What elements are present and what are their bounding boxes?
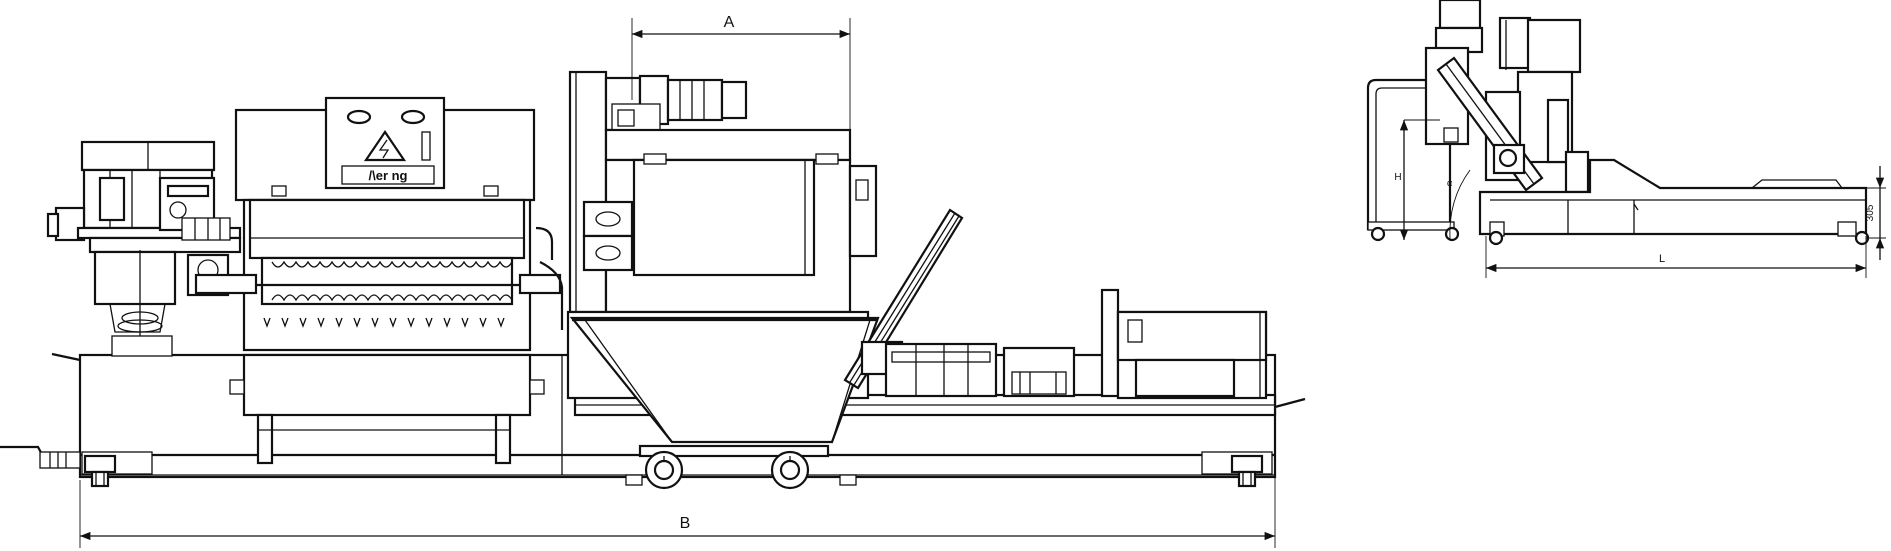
leveling-foot-left — [83, 454, 117, 488]
side-drive-columns — [1424, 0, 1590, 194]
side-view: α H L 305 — [1366, 0, 1886, 278]
dimension-b: B — [79, 412, 1276, 548]
angle-mark-label: α — [1447, 178, 1452, 188]
dimension-l-label: L — [1659, 253, 1665, 265]
dimension-305: 305 — [1865, 166, 1886, 260]
power-cable — [0, 445, 81, 469]
dimension-a: A — [631, 14, 851, 130]
drive-motor-assembly — [46, 140, 242, 357]
filter-units — [884, 288, 1268, 400]
brand-plate: /\er ng — [368, 168, 407, 183]
dimension-l: L — [1485, 236, 1867, 278]
dimension-h-label: H — [1394, 172, 1401, 183]
leveling-foot-right — [1230, 454, 1264, 488]
dimension-h: H — [1394, 119, 1440, 240]
discharge-hopper — [566, 310, 880, 490]
front-view: /\er ng — [0, 14, 1306, 548]
side-base — [1478, 158, 1870, 246]
dimension-b-label: B — [680, 515, 691, 532]
dimension-305-label: 305 — [1865, 204, 1876, 221]
side-frame-cage — [1366, 78, 1460, 242]
angle-indicator: α — [1447, 169, 1471, 241]
dimension-a-label: A — [724, 14, 735, 31]
main-housing: /\er ng — [194, 96, 564, 465]
upper-gearmotor — [568, 70, 878, 314]
